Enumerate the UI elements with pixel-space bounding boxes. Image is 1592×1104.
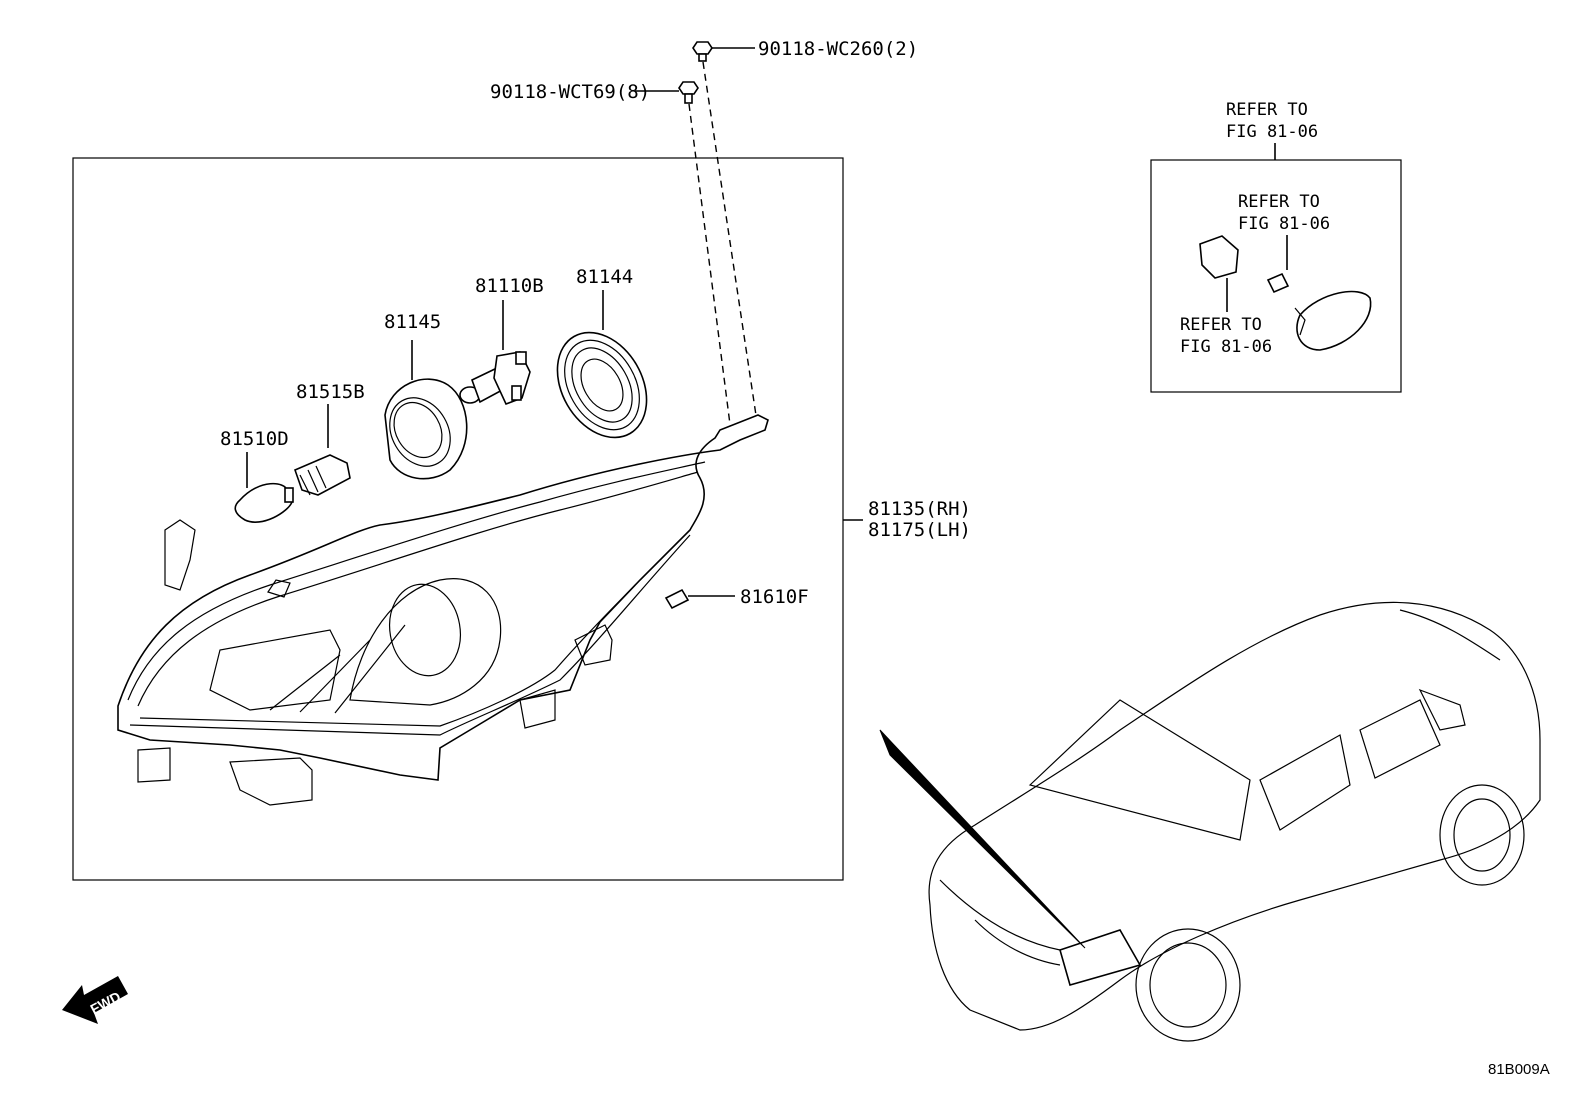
assembly-lh-label[interactable]: 81175(LH) — [868, 519, 971, 541]
refer-upper-line1: REFER TO — [1238, 192, 1320, 212]
side-marker-socket-icon[interactable] — [1199, 235, 1239, 312]
side-marker-bulb-icon[interactable] — [1266, 272, 1290, 294]
refer-lower-line1: REFER TO — [1180, 315, 1262, 335]
part-81515b-label[interactable]: 81515B — [296, 381, 365, 403]
screw-left-label[interactable]: 90118-WCT69(8) — [490, 81, 650, 103]
part-81144-label[interactable]: 81144 — [576, 266, 633, 288]
headlamp-assembly-frame — [72, 157, 844, 881]
screw-top-label[interactable]: 90118-WC260(2) — [758, 38, 918, 60]
refer-upper-line2: FIG 81-06 — [1238, 214, 1330, 234]
screw-top-icon[interactable] — [692, 41, 755, 62]
screw-left-icon[interactable] — [635, 81, 699, 104]
vehicle-location-icon — [928, 601, 1541, 1042]
side-marker-lens-icon[interactable] — [1294, 290, 1372, 351]
diagram-code: 81B009A — [1488, 1061, 1550, 1078]
refer-outer-line1: REFER TO — [1226, 100, 1308, 120]
bulb-socket-icon[interactable] — [293, 404, 351, 496]
part-81110b-label[interactable]: 81110B — [475, 275, 544, 297]
forward-arrow-icon: FWD — [62, 976, 128, 1024]
rear-cover-icon[interactable] — [539, 290, 664, 453]
refer-box-frame — [1150, 159, 1402, 393]
screw-top-dashed-line — [702, 61, 758, 423]
seal-ring-icon[interactable] — [378, 340, 468, 480]
part-81145-label[interactable]: 81145 — [384, 311, 441, 333]
turn-signal-bulb-icon[interactable] — [234, 452, 294, 523]
small-bulb-icon[interactable] — [664, 588, 735, 610]
assembly-rh-label[interactable]: 81135(RH) — [868, 498, 971, 520]
location-pointer-icon — [879, 729, 1086, 949]
headlight-bulb-icon[interactable] — [459, 300, 531, 406]
refer-lower-line2: FIG 81-06 — [1180, 337, 1272, 357]
part-81510d-label[interactable]: 81510D — [220, 428, 289, 450]
screw-left-dashed-line — [688, 103, 733, 441]
part-81610f-label[interactable]: 81610F — [740, 586, 809, 608]
refer-outer-line2: FIG 81-06 — [1226, 122, 1318, 142]
headlamp-body-icon[interactable] — [117, 414, 769, 806]
